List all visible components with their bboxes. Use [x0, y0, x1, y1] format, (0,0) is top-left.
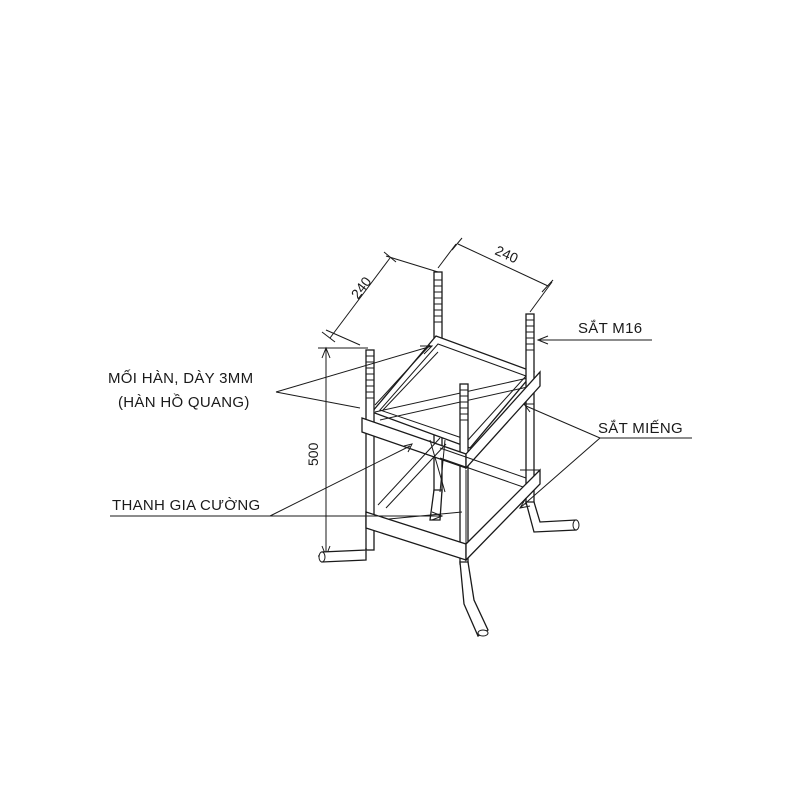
label-weld-line1: MỐI HÀN, DÀY 3MM — [108, 369, 253, 387]
anchor-rod-right — [525, 313, 580, 533]
dim-width-left: 240 — [348, 273, 375, 301]
dimension-height — [318, 346, 368, 558]
upper-cross-brace — [374, 344, 533, 421]
dimension-width-left — [321, 251, 439, 346]
leader-weld — [275, 345, 434, 409]
lower-cross-brace — [377, 437, 527, 560]
lower-steel-band — [365, 468, 541, 562]
anchor-rod-front — [459, 383, 489, 637]
leader-m16 — [536, 335, 652, 345]
label-plate: SẮT MIẾNG — [598, 419, 683, 437]
label-brace: THANH GIA CƯỜNG — [112, 497, 261, 514]
dimension-width-right — [437, 237, 554, 313]
anchor-rod-left — [318, 349, 375, 563]
leader-brace — [110, 443, 444, 521]
upper-steel-band — [361, 370, 541, 470]
dim-height: 500 — [305, 442, 321, 466]
label-weld-line2: (HÀN HỒ QUANG) — [118, 393, 250, 411]
label-m16: SẮT M16 — [578, 319, 642, 337]
leader-plate — [518, 403, 692, 509]
